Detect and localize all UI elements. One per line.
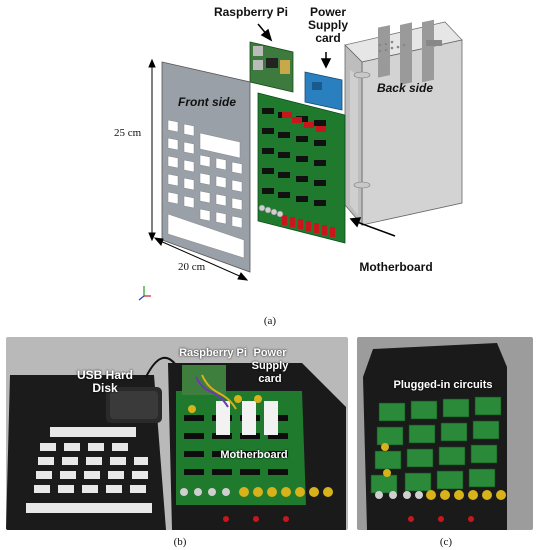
power-supply-b-line-3: card bbox=[258, 373, 282, 385]
pointer-arrows bbox=[257, 23, 396, 237]
label-power-supply-a: Power Supply card bbox=[300, 6, 356, 45]
label-width-dimension: 20 cm bbox=[178, 261, 206, 273]
dimension-arrows bbox=[148, 58, 249, 281]
label-usb-disk: USB Hard Disk bbox=[70, 369, 140, 395]
panel-b-photo: USB Hard Disk Raspberry Pi Power Supply … bbox=[6, 337, 348, 530]
front-panel bbox=[161, 61, 251, 273]
label-height-dimension: 25 cm bbox=[114, 127, 142, 139]
label-plugged-in-circuits: Plugged-in circuits bbox=[393, 379, 493, 391]
panel-c-drawing bbox=[363, 343, 507, 530]
power-supply-line-2: Supply bbox=[307, 18, 348, 32]
label-front-side: Front side bbox=[177, 95, 236, 109]
plugged-in-circuit-cards bbox=[370, 396, 502, 494]
label-raspberry-pi-b: Raspberry Pi bbox=[179, 347, 247, 359]
power-supply-line-3: card bbox=[315, 31, 341, 45]
power-supply-line-1: Power bbox=[309, 5, 346, 19]
label-back-side: Back side bbox=[376, 81, 434, 95]
label-motherboard-a: Motherboard bbox=[359, 260, 433, 274]
back-case bbox=[344, 19, 463, 227]
label-power-supply-b: Power Supply card bbox=[242, 347, 298, 386]
caption-a: (a) bbox=[263, 315, 277, 327]
motherboard-pcb bbox=[257, 92, 346, 244]
usb-hard-disk bbox=[106, 356, 177, 423]
panel-b-drawing bbox=[6, 356, 346, 530]
label-raspberry-pi-a: Raspberry Pi bbox=[213, 5, 289, 19]
raspberry-pi-board bbox=[249, 41, 294, 93]
caption-b: (b) bbox=[173, 536, 187, 548]
usb-disk-line-2: Disk bbox=[92, 381, 118, 395]
exploded-view-drawing bbox=[138, 19, 463, 301]
power-supply-card bbox=[304, 71, 343, 111]
power-supply-b-line-2: Supply bbox=[251, 360, 289, 372]
power-supply-b-line-1: Power bbox=[253, 347, 287, 359]
usb-disk-line-1: USB Hard bbox=[76, 368, 133, 382]
axes-triad-icon bbox=[138, 286, 151, 301]
label-motherboard-b: Motherboard bbox=[220, 449, 288, 461]
panel-c-photo: Plugged-in circuits bbox=[357, 337, 533, 530]
caption-c: (c) bbox=[439, 536, 453, 548]
